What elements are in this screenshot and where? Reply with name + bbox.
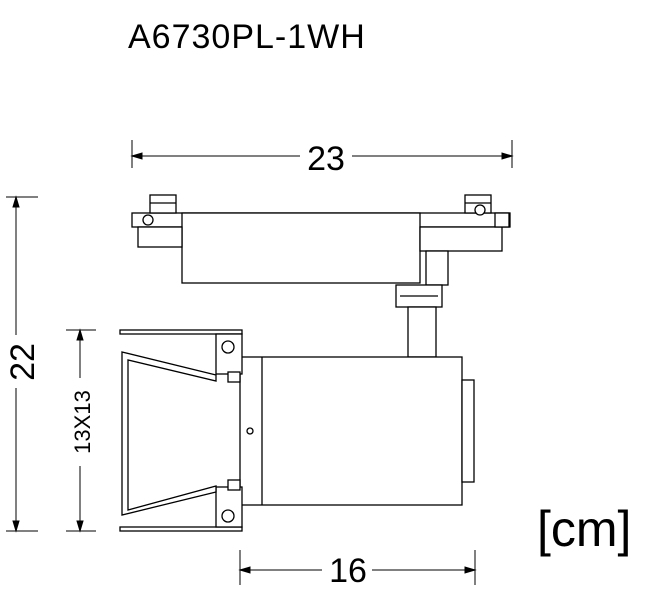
dimension-width-top-label: 23 bbox=[307, 140, 345, 178]
dimension-head-length bbox=[238, 550, 477, 585]
unit-label: [cm] bbox=[537, 501, 631, 557]
dimension-head-size bbox=[66, 328, 96, 533]
dimension-head-size-label: 13X13 bbox=[70, 390, 95, 454]
dimension-width-top bbox=[130, 140, 514, 168]
dimension-height-total-label: 22 bbox=[4, 343, 42, 381]
dimension-height-total bbox=[6, 195, 38, 533]
track-light-fixture bbox=[119, 194, 511, 532]
dimension-head-length-label: 16 bbox=[329, 552, 367, 589]
model-title: A6730PL-1WH bbox=[128, 18, 366, 56]
